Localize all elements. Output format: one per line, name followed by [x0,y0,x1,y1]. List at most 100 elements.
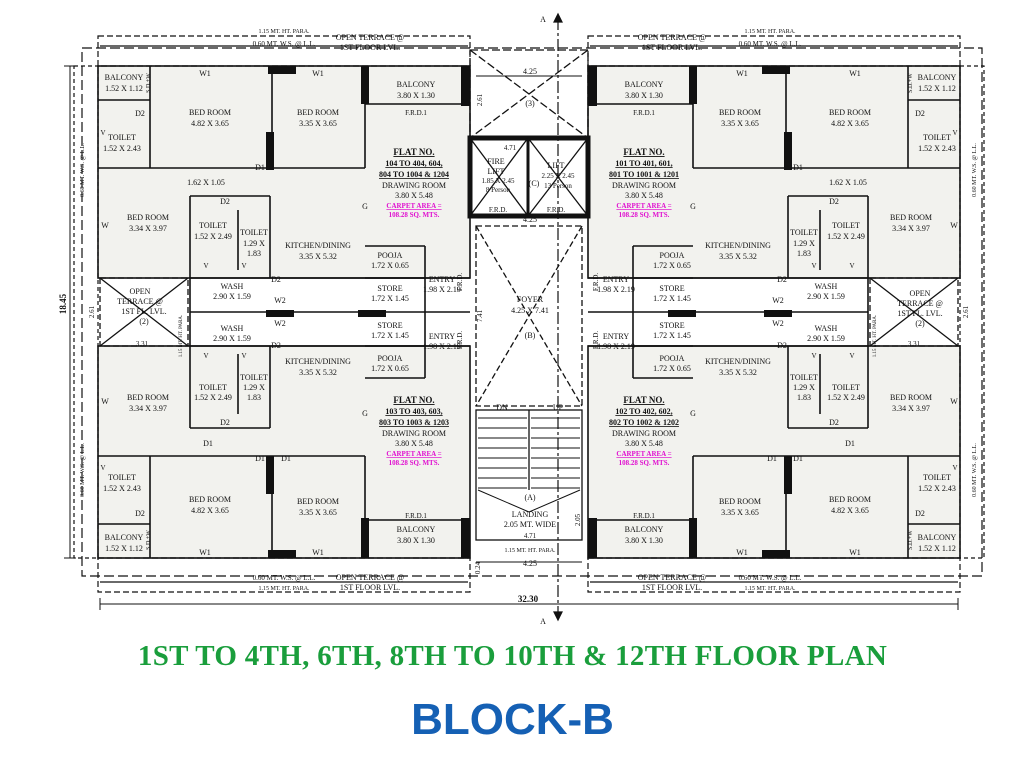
label: 1.72 X 1.45 [653,294,691,303]
core-width-dim: 4.25 [523,67,537,76]
window-tag: W2 [772,296,784,305]
label: 1.72 X 1.45 [371,294,409,303]
vent-tag: V [849,262,854,270]
label: TOILET [790,373,818,382]
label: 1.83 [247,249,261,258]
core-labels: 4.25 (3) 2.61 4.71 FIRE LIFT 1.85 X 2.45… [456,15,600,626]
label: ENTRY [603,332,629,341]
structural-columns [266,66,792,558]
label: TOILET [240,373,268,382]
label: WASH [221,282,244,291]
label: 1.83 [797,393,811,402]
core-gap-dim: 0.24 [474,561,482,574]
terrace-dim: 3.31 [908,340,921,348]
label: 1.72 X 1.45 [653,331,691,340]
label: STORE [377,284,402,293]
terrace-note: OPEN TERRACE @ [336,573,405,582]
label: BED ROOM [829,108,871,117]
terrace-note: 1ST FLOOR LVL. [642,583,702,592]
door-tag: G [690,409,696,418]
terrace-note: 1.15 MT. HT. PARA. [744,29,796,35]
label: KITCHEN/DINING [705,241,771,250]
label: BED ROOM [890,393,932,402]
label: 1.29 X [243,383,265,392]
door-tag: D2 [220,197,230,206]
label: TOILET [832,383,860,392]
label: 1.52 X 2.43 [918,484,956,493]
label: 802 TO 1002 & 1202 [609,418,679,427]
door-tag: D1 [767,454,777,463]
para-note: 1.15 MT. HT. PARA. [873,315,878,358]
label: BED ROOM [297,497,339,506]
label: 3.34 X 3.97 [129,224,167,233]
overall-depth: 18.45 [58,293,68,314]
label: 3.35 X 5.32 [299,252,337,261]
label: WASH [815,282,838,291]
label: 4.82 X 3.65 [191,506,229,515]
label: 1.29 X [793,239,815,248]
label: 1.72 X 0.65 [371,364,409,373]
stair-up: UP [553,403,564,412]
label: 3.35 X 5.32 [719,252,757,261]
label: 108.28 SQ. MTS. [619,211,670,219]
terrace-note: 1.15 MT. HT. PARA. [744,586,796,592]
stair-marker: (A) [524,493,535,502]
landing-size: 2.05 MT. WIDE [504,520,556,529]
label: CARPET AREA = [386,450,441,458]
label: TOILET [240,228,268,237]
ws-note: 0.60 MT. W.S. @ L.L. [80,143,86,197]
overall-width: 32.30 [518,594,539,604]
frd-label: F.R.D. [547,206,566,214]
sd-tag: S.D.+W [146,73,152,93]
label: 101 TO 401, 601, [615,159,672,168]
label: BED ROOM [719,108,761,117]
label: BALCONY [918,533,957,542]
label: 3.80 X 5.48 [625,191,663,200]
label: 108.28 SQ. MTS. [389,211,440,219]
label: 3.80 X 1.30 [625,91,663,100]
label: FLAT NO. [393,395,434,405]
label: 1.52 X 2.49 [827,393,865,402]
label: CARPET AREA = [386,202,441,210]
label: 803 TO 1003 & 1203 [379,418,449,427]
label: 4.82 X 3.65 [831,506,869,515]
vent-tag: V [849,352,854,360]
label: 3.34 X 3.97 [892,404,930,413]
dimension-lines [64,65,959,610]
terrace-dim: 2.61 [88,305,96,318]
void-marker: (3) [525,99,535,108]
window-tag: W1 [312,548,324,557]
label: 104 TO 404, 604, [385,159,442,168]
terrace-note: 0.60 MT. W.S. @ L.L. [253,40,316,48]
window-tag: W1 [736,69,748,78]
terrace-note: TERRACE @ [117,297,163,306]
label: CARPET AREA = [616,202,671,210]
flat-floors [98,66,960,558]
label: ENTRY [603,275,629,284]
label: BALCONY [105,73,144,82]
section-mark: A [540,617,546,626]
label: 3.35 X 3.65 [299,119,337,128]
door-tag: D2 [915,109,925,118]
door-tag: D2 [829,418,839,427]
foyer-label: FOYER [517,295,544,304]
door-tag: D2 [777,341,787,350]
label: KITCHEN/DINING [285,357,351,366]
label: 3.80 X 5.48 [395,439,433,448]
label: BALCONY [397,80,436,89]
foyer-size: 4.25 X 7.41 [511,306,549,315]
frd-label: F.R.D. [489,206,508,214]
window-tag: W [101,221,109,230]
label: BED ROOM [127,393,169,402]
section-line [553,12,563,622]
label: 3.35 X 3.65 [721,508,759,517]
terrace-note: 1ST FLOOR LVL. [340,43,400,52]
floor-plan-title: 1ST TO 4TH, 6TH, 8TH TO 10TH & 12TH FLOO… [137,640,888,672]
door-tag: D1 [281,454,291,463]
label: F.R.D.1 [405,109,427,117]
label: POOJA [378,354,403,363]
side-terrace-right [869,277,959,347]
core [467,49,591,541]
label: 108.28 SQ. MTS. [389,459,440,467]
flat-top-left-labels: BALCONY 1.52 X 1.12 BED ROOM 4.82 X 3.65… [103,73,461,303]
